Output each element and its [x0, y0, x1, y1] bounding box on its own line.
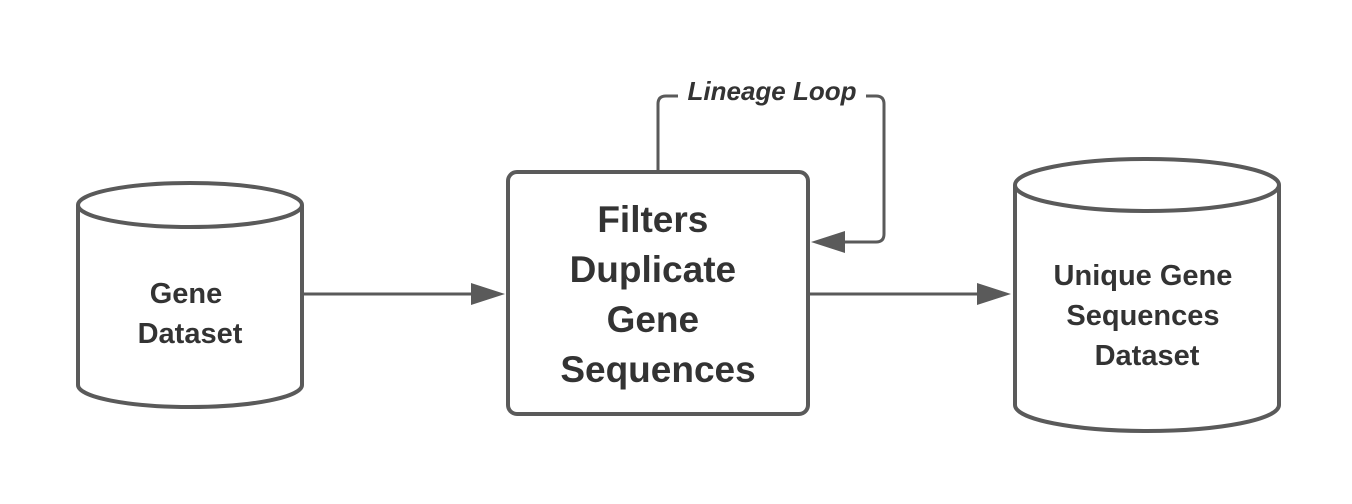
edge-filter-to-unique[interactable]	[810, 283, 1011, 305]
filter-process-label-line: Duplicate	[570, 249, 737, 290]
lineage-loop-left-segment	[656, 94, 678, 170]
unique-dataset-cylinder-top	[1013, 157, 1281, 213]
unique-dataset-label-line: Dataset	[1095, 340, 1200, 372]
lineage-loop-edge[interactable]: Lineage Loop	[656, 76, 886, 253]
edge-gene-to-filter-arrowhead	[471, 283, 505, 305]
filter-process-node[interactable]: Filters Duplicate Gene Sequences	[506, 170, 810, 416]
gene-dataset-label-line: Gene	[150, 278, 223, 310]
filter-process-label: Filters Duplicate Gene Sequences	[560, 199, 755, 390]
gene-dataset-node[interactable]: Gene Dataset	[76, 181, 304, 409]
unique-dataset-cylinder-body	[1013, 185, 1281, 433]
unique-dataset-label: Unique Gene Sequences Dataset	[1054, 260, 1241, 372]
unique-dataset-label-line: Unique Gene	[1054, 260, 1233, 292]
gene-dataset-label: Gene Dataset	[138, 278, 243, 350]
lineage-loop-arrowhead	[811, 231, 845, 253]
edge-filter-to-unique-arrowhead	[977, 283, 1011, 305]
lineage-loop-right-segment	[845, 94, 886, 244]
unique-dataset-node[interactable]: Unique Gene Sequences Dataset	[1013, 157, 1281, 433]
gene-dataset-cylinder-body	[76, 205, 304, 409]
edge-gene-to-filter[interactable]	[304, 283, 505, 305]
filter-process-label-line: Gene	[607, 299, 700, 340]
unique-dataset-label-line: Sequences	[1066, 300, 1219, 332]
filter-process-box	[506, 170, 810, 416]
filter-process-label-line: Filters	[597, 199, 708, 240]
lineage-loop-label: Lineage Loop	[688, 76, 857, 106]
gene-dataset-cylinder-top	[76, 181, 304, 229]
filter-process-label-line: Sequences	[560, 349, 755, 390]
gene-dataset-label-line: Dataset	[138, 318, 243, 350]
